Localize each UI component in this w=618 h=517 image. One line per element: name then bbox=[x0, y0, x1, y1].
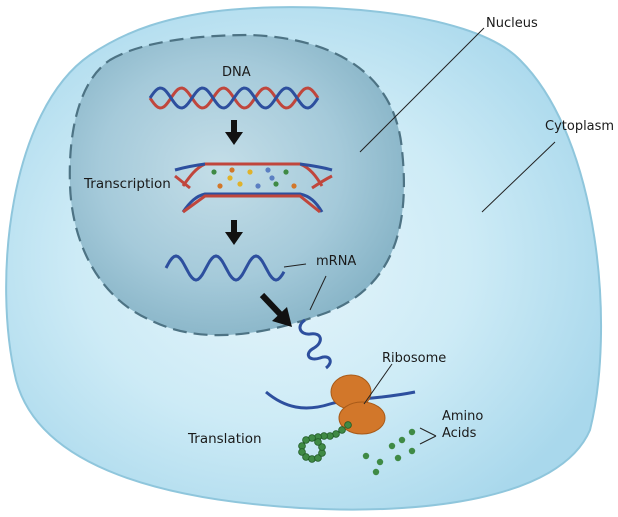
nucleotide bbox=[255, 183, 261, 189]
mrna-strand bbox=[164, 254, 286, 282]
export-arrow-icon bbox=[259, 292, 292, 327]
nucleotide bbox=[217, 183, 223, 189]
free-amino-acid bbox=[408, 428, 416, 436]
transcription-strand-blue bbox=[174, 162, 333, 213]
free-amino-acids bbox=[362, 428, 416, 476]
mrna-pore-leader bbox=[309, 275, 327, 311]
nucleus-leader bbox=[359, 27, 485, 153]
arrow-icon bbox=[225, 220, 243, 245]
amino-acid-bead bbox=[344, 421, 352, 429]
transcription-bubble bbox=[174, 162, 333, 214]
cytoplasm-leader bbox=[481, 141, 556, 213]
nucleotide bbox=[211, 169, 217, 175]
label-transcription: Transcription bbox=[83, 176, 171, 192]
amino-acid-bead bbox=[298, 448, 306, 456]
mrna-leader bbox=[283, 263, 307, 268]
amino-acid-bead bbox=[314, 438, 322, 446]
transcription-strand-red-lower bbox=[182, 194, 321, 214]
amino-leader-b bbox=[419, 435, 437, 445]
transcription-strand-red bbox=[174, 162, 333, 190]
polypeptide-chain bbox=[298, 421, 352, 463]
nucleotide bbox=[273, 181, 279, 187]
amino-acid-bead bbox=[318, 443, 326, 451]
nucleotide bbox=[283, 169, 289, 175]
amino-acid-bead bbox=[338, 426, 346, 434]
free-amino-acid bbox=[398, 436, 406, 444]
label-nucleus: Nucleus bbox=[486, 16, 538, 31]
nucleus bbox=[68, 33, 405, 337]
label-amino: Amino bbox=[442, 409, 483, 424]
label-cytoplasm: Cytoplasm bbox=[545, 119, 614, 134]
nucleotide bbox=[227, 175, 233, 181]
arrow-icon bbox=[225, 120, 243, 145]
amino-leader-a bbox=[419, 427, 437, 437]
free-amino-acid bbox=[394, 454, 402, 462]
label-mrna: mRNA bbox=[316, 254, 356, 269]
label-dna: DNA bbox=[222, 65, 251, 80]
dna-strand-blue bbox=[148, 86, 320, 110]
free-amino-acid bbox=[408, 447, 416, 455]
nucleotides bbox=[211, 167, 297, 189]
label-ribosome: Ribosome bbox=[382, 351, 446, 366]
nucleotide bbox=[237, 181, 243, 187]
free-amino-acid bbox=[388, 442, 396, 450]
nucleotide bbox=[291, 183, 297, 189]
mrna-exit-coil bbox=[298, 318, 332, 370]
amino-acid-bead bbox=[314, 454, 322, 462]
mrna-in-ribosome bbox=[265, 390, 416, 410]
free-amino-acid bbox=[362, 452, 370, 460]
amino-acid-bead bbox=[302, 436, 310, 444]
dna-helix bbox=[148, 86, 320, 110]
ribosome-leader bbox=[363, 363, 393, 405]
nucleotide bbox=[265, 167, 271, 173]
nucleotide bbox=[247, 169, 253, 175]
nucleotide bbox=[269, 175, 275, 181]
nucleotide bbox=[229, 167, 235, 173]
free-amino-acid bbox=[372, 468, 380, 476]
label-acids: Acids bbox=[442, 426, 477, 441]
label-translation: Translation bbox=[187, 431, 262, 447]
free-amino-acid bbox=[376, 458, 384, 466]
